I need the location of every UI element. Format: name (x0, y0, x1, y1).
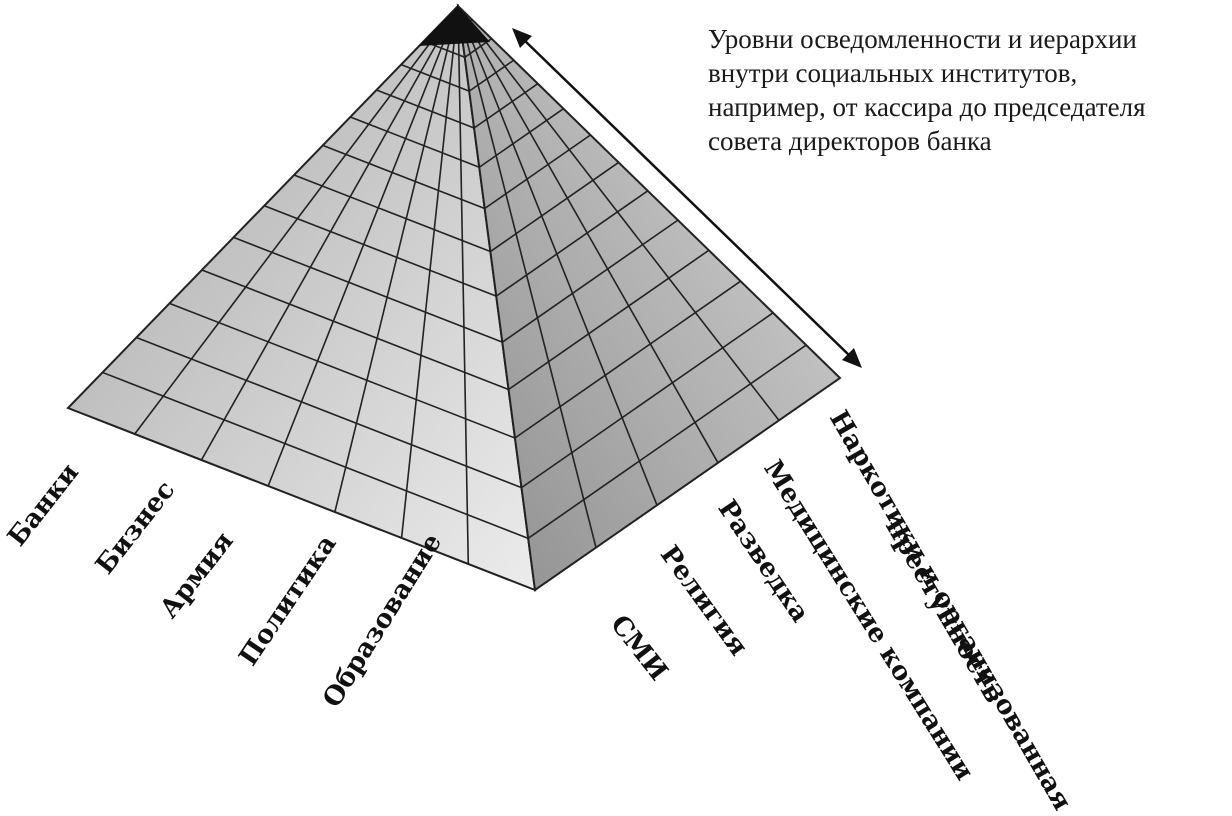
grid-row-line (473, 83, 539, 129)
grid-row-line (322, 144, 485, 210)
description-line: совета директоров банка (708, 126, 992, 156)
grid-column-line (400, 5, 459, 539)
grid-column-line (457, 5, 780, 421)
grid-row-line (521, 312, 774, 489)
pyramid-right-face (456, 3, 842, 592)
grid-row-line (350, 116, 480, 168)
grid-row-line (201, 269, 509, 391)
grid-row-line (169, 302, 516, 439)
grid-row-line (400, 63, 470, 92)
arrow-head-bottom-icon (842, 348, 862, 368)
grid-row-line (468, 59, 515, 92)
grid-row-line (495, 190, 649, 297)
grid-row-line (527, 344, 807, 539)
description-line: Уровни осведомленности и иерархии (708, 24, 1137, 54)
grid-row-line (136, 336, 522, 489)
hierarchy-arrow (512, 28, 862, 368)
grid-row-line (293, 174, 491, 253)
description-line: внутри социальных институтов, (708, 58, 1078, 88)
grid-row-line (376, 89, 475, 129)
grid-row-line (508, 249, 710, 391)
grid-row-line (102, 371, 529, 540)
grid-row-line (233, 236, 503, 343)
grid-column-line (134, 5, 459, 435)
grid-row-line (263, 204, 497, 297)
grid-row-line (489, 161, 620, 253)
grid-row-line (514, 280, 742, 439)
grid-column-line (457, 5, 597, 548)
grid-column-line (334, 5, 459, 513)
grid-column-line (457, 5, 658, 506)
grid-row-line (484, 134, 591, 210)
grid-column-line (457, 5, 719, 464)
grid-row-line (501, 219, 679, 343)
grid-column-line (267, 5, 459, 487)
description-line: например, от кассира до председателя (708, 92, 1146, 122)
hierarchy-description: Уровни осведомленности и иерархии внутри… (708, 22, 1228, 158)
pyramid-grid (102, 5, 807, 565)
grid-column-line (457, 5, 470, 565)
arrow-head-top-icon (512, 28, 532, 48)
pyramid-apex (418, 6, 490, 46)
grid-column-line (200, 5, 459, 461)
pyramid-diagram (66, 3, 862, 592)
grid-row-line (478, 108, 564, 168)
